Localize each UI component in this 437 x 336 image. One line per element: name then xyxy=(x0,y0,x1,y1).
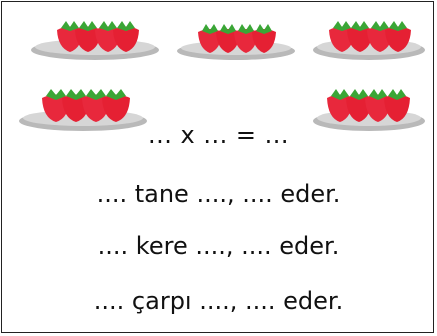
multiplication-equation: ... x ... = ... xyxy=(148,121,289,149)
strawberry-plate-5 xyxy=(310,78,428,134)
sentence-tane: .... tane ...., .... eder. xyxy=(96,180,341,208)
strawberry-plate-image xyxy=(313,89,425,131)
sentence-carpi: .... çarpı ...., .... eder. xyxy=(93,287,344,315)
strawberry-group xyxy=(57,21,139,52)
strawberry-plate-2 xyxy=(174,16,298,62)
strawberry-group xyxy=(198,24,276,53)
strawberry-plate-image xyxy=(19,89,147,131)
strawberry-plate-1 xyxy=(28,12,162,62)
strawberry-group xyxy=(42,89,130,122)
strawberry-group xyxy=(329,21,411,52)
strawberry-group xyxy=(327,89,410,122)
strawberry-plate-3 xyxy=(310,12,428,62)
sentence-kere: .... kere ...., .... eder. xyxy=(97,232,340,260)
strawberry-plate-image xyxy=(313,21,425,60)
strawberry-plate-4 xyxy=(16,78,150,134)
strawberry-plate-image xyxy=(31,21,159,60)
worksheet-card: ... x ... = ... .... tane ...., .... ede… xyxy=(1,1,434,333)
strawberry-plate-image xyxy=(177,24,295,60)
